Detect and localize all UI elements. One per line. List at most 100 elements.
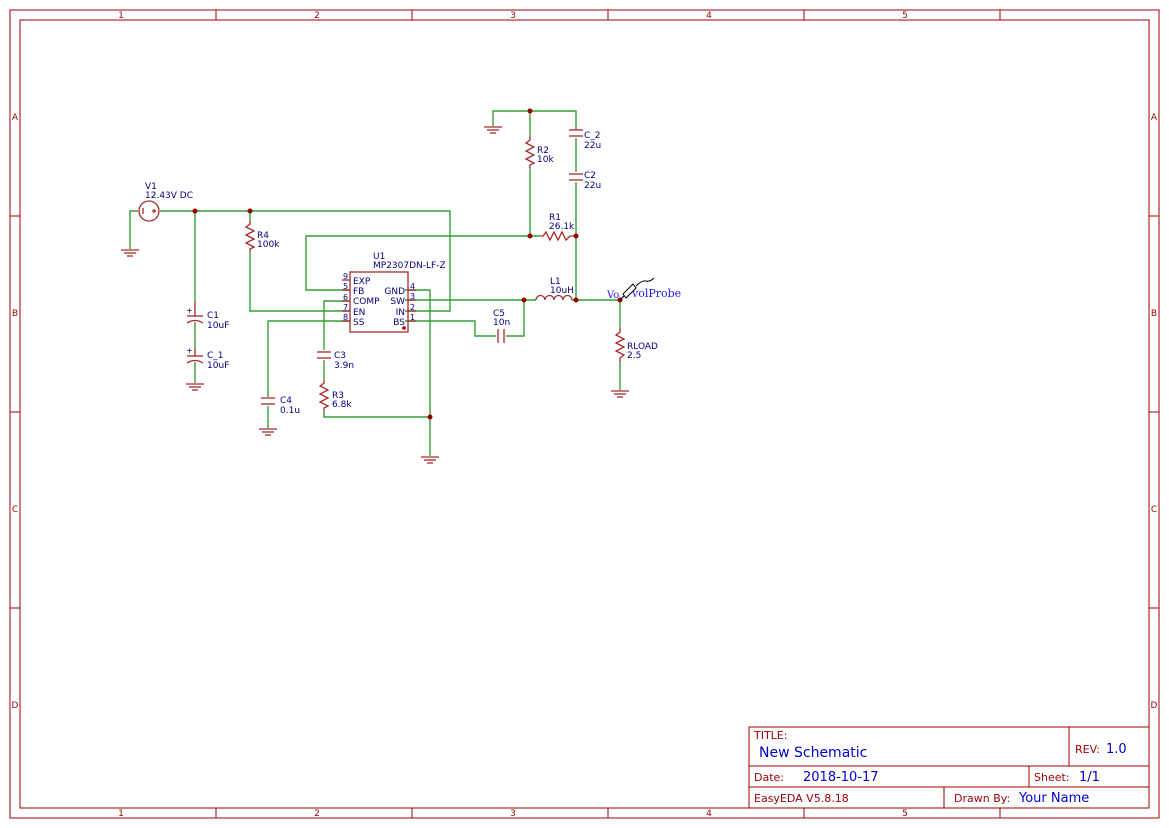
u1-pin-num-7: 7 [343,303,348,312]
c1-plus-icon: + [186,306,193,315]
zone-col-3-bottom: 3 [510,809,516,819]
u1-pin-num-8: 8 [343,313,348,322]
sheet-label: Sheet: [1034,771,1070,784]
c4-ref: C4 [280,396,292,406]
u1-pin-num-4: 4 [410,282,415,291]
software-version: EasyEDA V5.8.18 [754,792,849,805]
component-c1[interactable]: + C1 10uF [186,302,229,331]
c-1-value: 10uF [207,361,229,371]
drawn-by-value[interactable]: Your Name [1018,791,1089,806]
ground-icon [484,126,502,134]
junctions [192,108,623,420]
c5-value: 10n [493,318,510,328]
junction [247,208,253,214]
ground-icon [186,383,204,391]
c1-value: 10uF [207,321,229,331]
u1-pin-bs: BS [393,318,405,328]
component-r1[interactable]: R1 26.1k [540,213,575,242]
date-value[interactable]: 2018-10-17 [803,770,879,785]
rev-value[interactable]: 1.0 [1106,742,1127,757]
zone-col-4-top: 4 [706,11,712,21]
component-c4[interactable]: C4 0.1u [261,396,300,416]
u1-pin-num-9: 9 [343,272,348,281]
junction [573,233,579,239]
component-c2[interactable]: C2 22u [569,171,601,191]
u1-pin-num-3: 3 [410,292,415,301]
zone-col-1-top: 1 [118,11,124,21]
c-2-value: 22u [584,141,601,151]
ground-icon [121,249,139,257]
zone-row-a-right: A [1151,113,1158,123]
u1-pin-num-6: 6 [343,293,348,302]
component-v1[interactable]: V1 12.43V DC [138,182,193,222]
probe-name: volProbe [631,287,681,300]
component-c-1[interactable]: + C_1 10uF [186,346,229,371]
u1-pin-exp: EXP [353,277,371,287]
component-r2[interactable]: R2 10k [524,136,554,168]
r4-value: 100k [257,240,280,250]
junction [573,297,579,303]
probe-icon [619,277,655,301]
r1-value: 26.1k [549,222,575,232]
zone-labels: 1 2 3 4 5 1 2 3 4 5 A B C D A B C D [12,11,1158,819]
u1-pin-in: IN [396,308,405,318]
probe-net-label: Vo [606,290,619,301]
u1-pin-comp: COMP [353,297,380,307]
r2-value: 10k [537,155,554,165]
component-l1[interactable]: L1 10uH [535,277,574,301]
u1-pin-ss: SS [353,318,365,328]
u1-pin-num-1: 1 [410,313,415,322]
l1-ref: L1 [550,277,561,287]
voltage-probe[interactable]: Vo volProbe [606,277,681,301]
wires[interactable] [129,110,621,456]
zone-row-d-right: D [1151,701,1158,711]
u1-pin-num-5: 5 [343,282,348,291]
component-c5[interactable]: C5 10n [493,309,510,343]
zone-row-b-right: B [1151,309,1157,319]
u1-pin-en: EN [353,308,365,318]
zone-row-b-left: B [12,309,18,319]
component-c-2[interactable]: C_2 22u [569,128,601,151]
r3-value: 6.8k [332,400,352,410]
ground-icon [421,456,439,464]
c4-value: 0.1u [280,406,300,416]
u1-pin-sw: SW [390,297,405,307]
zone-row-c-right: C [1151,505,1157,515]
schematic-title[interactable]: New Schematic [759,745,867,761]
c1-ref: C1 [207,311,219,321]
junction [527,108,533,114]
zone-row-d-left: D [12,701,19,711]
l1-value: 10uH [550,286,574,296]
junction [192,208,198,214]
zone-row-c-left: C [12,505,18,515]
component-c3[interactable]: C3 3.9n [317,351,354,371]
r3-ref: R3 [332,391,344,401]
v1-value: 12.43V DC [145,191,193,201]
ground-symbols [121,126,629,464]
c-2-ref: C_2 [584,131,601,141]
zone-col-5-bottom: 5 [902,809,908,819]
component-rload[interactable]: RLOAD 2.5 [614,328,658,362]
title-label: TITLE: [753,729,787,742]
c3-ref: C3 [334,351,346,361]
title-block[interactable]: TITLE: New Schematic REV: 1.0 Date: 2018… [748,726,1150,809]
u1-pin-gnd: GND [384,287,405,297]
r2-ref: R2 [537,146,549,156]
c-1-plus-icon: + [186,346,193,355]
sheet-value[interactable]: 1/1 [1079,770,1100,785]
r1-ref: R1 [549,213,561,223]
zone-col-3-top: 3 [510,11,516,21]
zone-col-1-bottom: 1 [118,809,124,819]
sheet-frame [9,9,1160,819]
component-r3[interactable]: R3 6.8k [318,380,352,410]
c-1-ref: C_1 [207,351,224,361]
ground-icon [611,390,629,398]
drawn-by-label: Drawn By: [954,792,1010,805]
zone-col-2-bottom: 2 [314,809,320,819]
component-u1[interactable]: U1 MP2307DN-LF-Z EXP 9 FB 5 COMP 6 EN 7 … [342,252,446,333]
component-r4[interactable]: R4 100k [244,221,280,252]
u1-pin-num-2: 2 [410,303,415,312]
zone-col-5-top: 5 [902,11,908,21]
c5-ref: C5 [493,309,505,319]
